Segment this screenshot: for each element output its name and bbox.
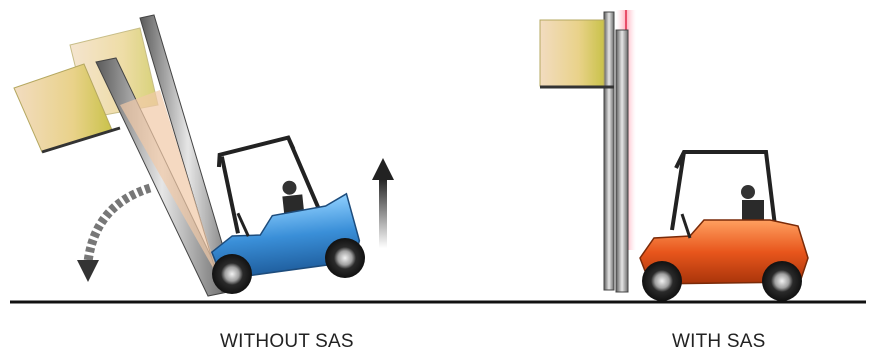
operator-head [741,185,755,199]
curved-arrow-down-icon [77,183,152,282]
tilted-forks [41,126,121,154]
forklift-with-sas [539,10,809,301]
arrow-up-icon [372,158,394,248]
rear-wheel [325,238,365,278]
overhead-guard-post [219,156,240,234]
truck-body-blue [210,192,361,281]
operator-head [282,180,297,195]
overhead-guard [216,135,325,220]
tilt-wedge [120,90,220,280]
upright-mast-rear [615,29,629,293]
caption-without-sas: WITHOUT SAS [220,331,354,352]
forklift-without-sas [13,14,394,297]
upright-mast [603,11,615,291]
truck-body-orange [639,219,809,285]
steering-column [680,213,692,239]
front-wheel [642,261,682,301]
rear-wheel [762,261,802,301]
raised-load [539,19,605,87]
front-wheel [212,254,252,294]
caption-with-sas: WITH SAS [672,331,766,352]
steering-column [236,212,250,237]
overhead-guard [670,150,778,235]
